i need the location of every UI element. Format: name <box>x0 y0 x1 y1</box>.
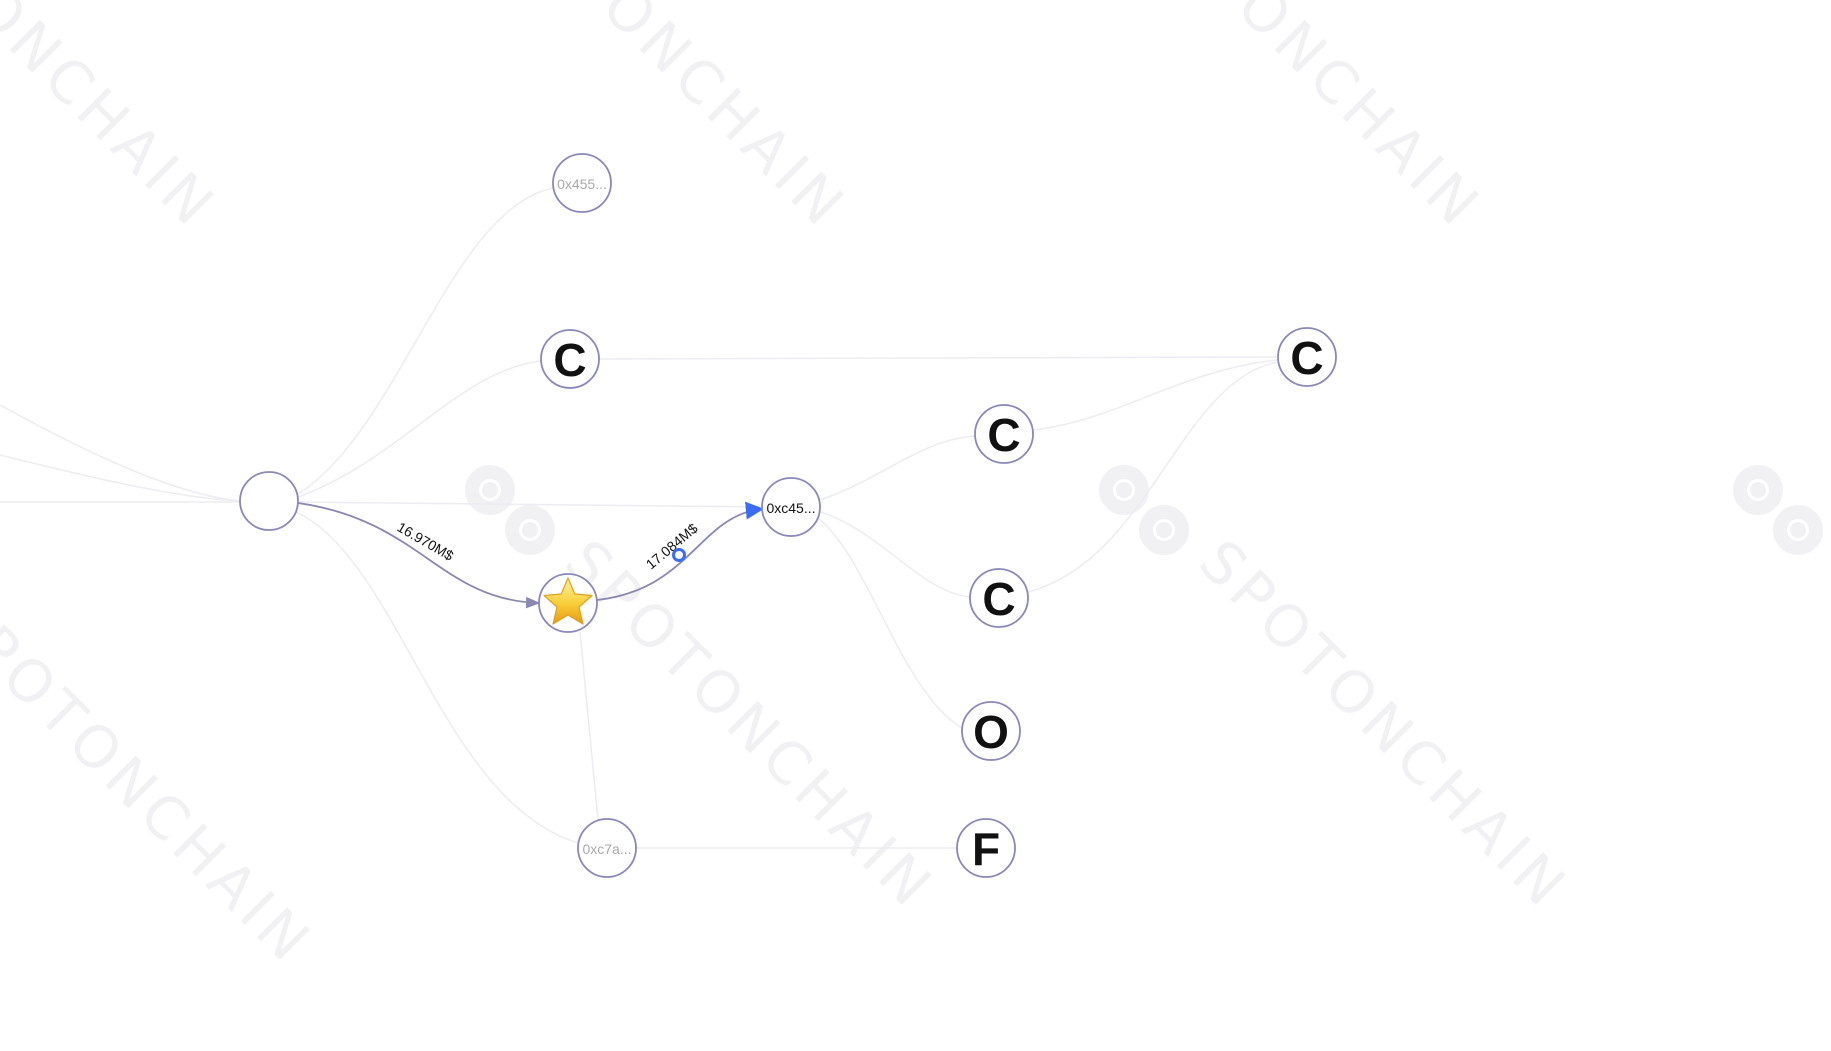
watermark-top-left: TONCHAIN <box>0 0 230 242</box>
edge-star-to-0xc7a[interactable] <box>579 631 599 821</box>
node-entity-c-lower[interactable]: C <box>969 568 1029 628</box>
watermark-top-right: TONCHAIN <box>1194 0 1495 242</box>
node-starred-wallet[interactable] <box>538 573 598 633</box>
svg-text:C: C <box>987 409 1020 461</box>
edge-star-to-0xc45[interactable] <box>596 501 764 601</box>
faint-edges <box>0 187 1279 849</box>
edge-root-to-0xc7a[interactable] <box>295 511 579 844</box>
svg-text:TONCHAIN: TONCHAIN <box>1194 0 1495 242</box>
edge-c-mid-to-c-far-right[interactable] <box>1032 359 1279 431</box>
svg-text:C: C <box>553 334 586 386</box>
edge-c-lower-to-c-far-right[interactable] <box>1027 361 1279 593</box>
edge-root-to-c-upper[interactable] <box>297 360 542 498</box>
edge-root-to-star[interactable] <box>297 502 541 609</box>
edge-root-to-0x455[interactable] <box>297 187 554 495</box>
svg-text:F: F <box>972 823 1000 875</box>
edge-0xc45-to-o[interactable] <box>817 517 963 729</box>
watermark-top-center: TONCHAIN <box>559 0 860 242</box>
svg-text:0x455...: 0x455... <box>557 176 607 192</box>
svg-text:C: C <box>982 573 1015 625</box>
node-address-0xc7a[interactable]: 0xc7a... <box>577 818 637 878</box>
star-icon <box>543 577 593 625</box>
node-entity-c-upper[interactable]: C <box>540 329 600 389</box>
watermark-right: SPOTONCHAIN <box>1186 527 1582 923</box>
node-root[interactable] <box>239 471 299 531</box>
node-entity-f[interactable]: F <box>956 818 1016 878</box>
node-entity-c-far-right[interactable]: C <box>1277 327 1337 387</box>
nodes: 0x455... C 0xc45... <box>239 153 1337 878</box>
edge-handle-blue[interactable] <box>672 548 686 562</box>
svg-text:0xc7a...: 0xc7a... <box>582 841 631 857</box>
edge-label-star-to-0xc45: 17.084M$ <box>643 520 701 572</box>
watermark-logo-far-right <box>1733 465 1823 555</box>
svg-text:TONCHAIN: TONCHAIN <box>559 0 860 242</box>
svg-text:C: C <box>1290 332 1323 384</box>
edge-offscreen-to-root-1[interactable] <box>0 404 241 502</box>
svg-text:0xc45...: 0xc45... <box>766 500 815 516</box>
svg-text:SPOTONCHAIN: SPOTONCHAIN <box>1186 527 1582 923</box>
svg-text:O: O <box>973 706 1009 758</box>
edge-root-to-0xc45[interactable] <box>297 501 763 508</box>
svg-text:TONCHAIN: TONCHAIN <box>0 0 230 242</box>
node-entity-c-mid[interactable]: C <box>974 404 1034 464</box>
watermark-logo-center <box>465 465 555 555</box>
node-entity-o[interactable]: O <box>961 701 1021 761</box>
node-address-0xc45[interactable]: 0xc45... <box>761 477 821 537</box>
edge-0xc45-to-c-lower[interactable] <box>819 511 971 598</box>
watermark-left: SPOTONCHAIN <box>0 582 326 978</box>
edge-c-upper-to-c-far-right[interactable] <box>598 356 1279 360</box>
node-address-0x455[interactable]: 0x455... <box>552 153 612 213</box>
svg-text:SPOTONCHAIN: SPOTONCHAIN <box>0 582 326 978</box>
watermark-logo-right <box>1099 465 1189 555</box>
edge-offscreen-to-root-2[interactable] <box>0 454 241 502</box>
edge-0xc45-to-c-mid[interactable] <box>819 435 976 501</box>
